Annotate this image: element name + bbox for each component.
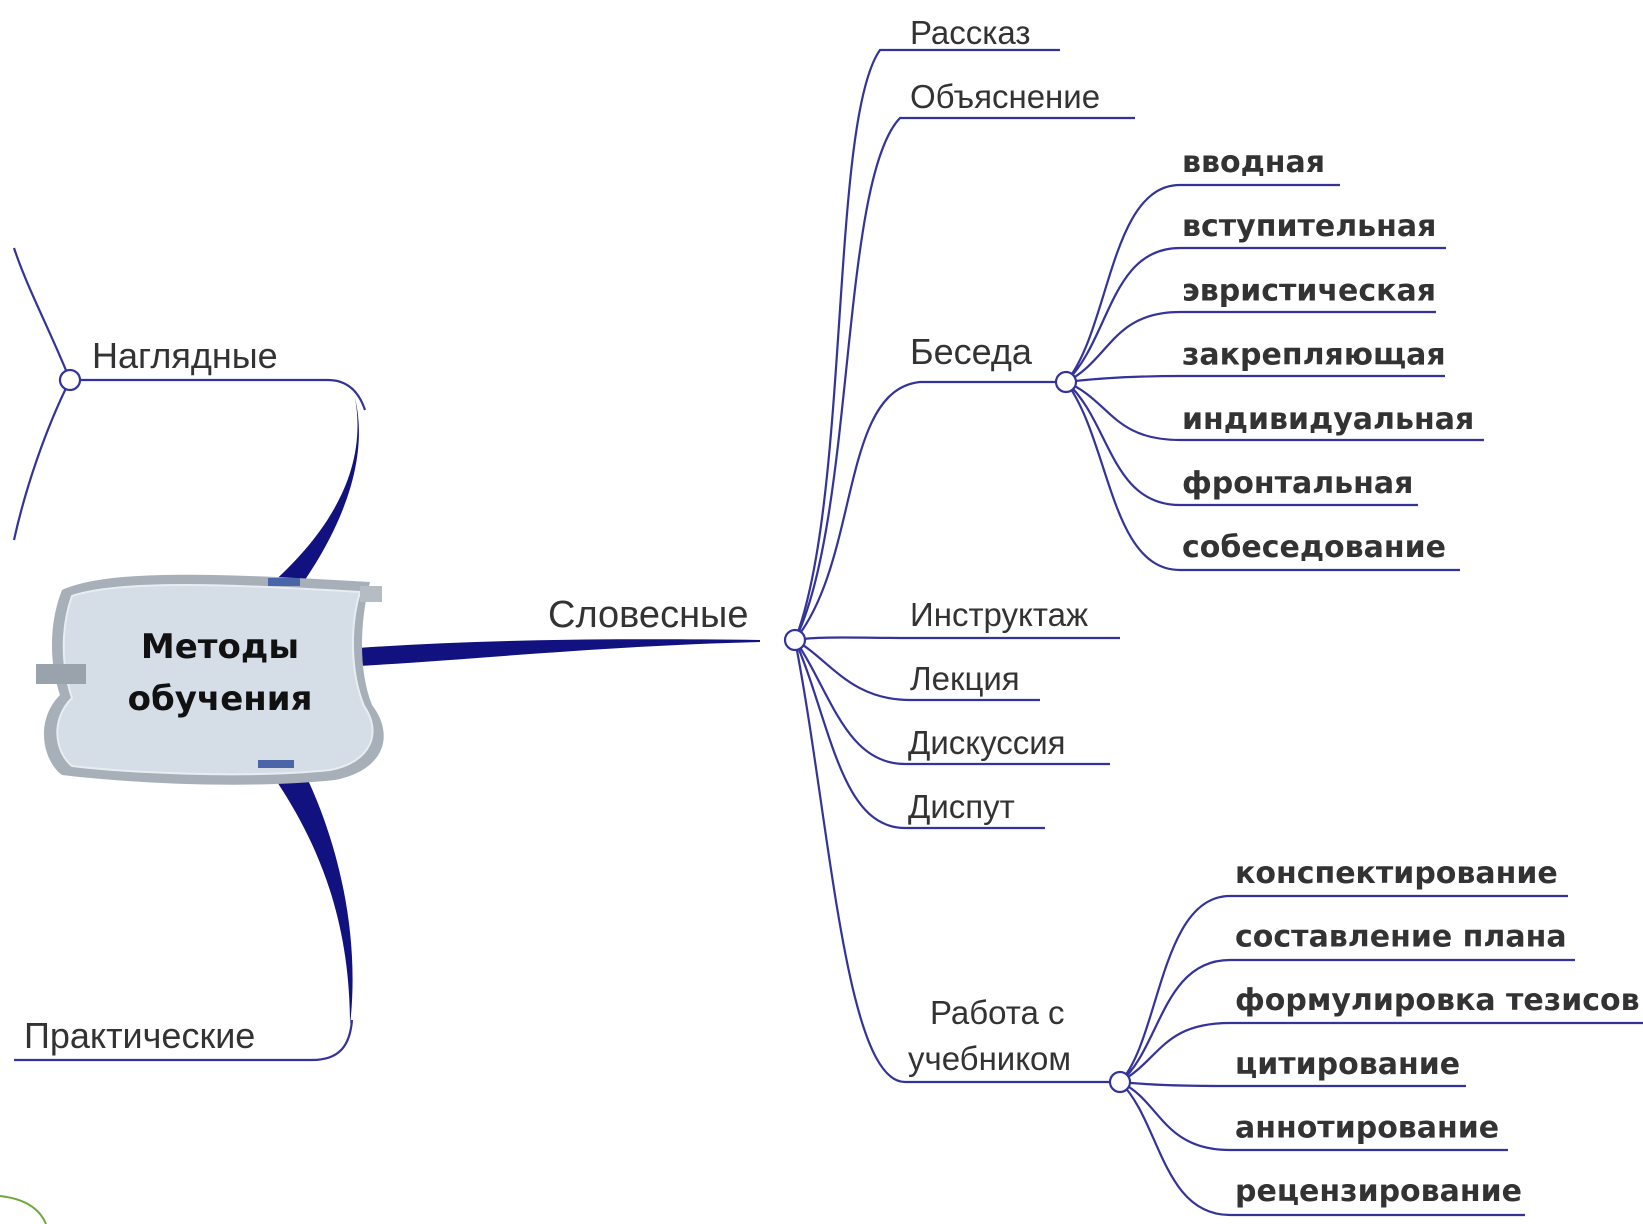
conversation-hub-circle[interactable] [1054, 370, 1078, 394]
textbook-hub-circle[interactable] [1108, 1070, 1132, 1094]
visual-branch-upper [12, 247, 72, 381]
textbook-label-line2[interactable]: учебником [908, 1040, 1071, 1077]
dispute-label[interactable]: Диспут [908, 788, 1015, 825]
sub-item-label[interactable]: конспектирование [1235, 856, 1558, 891]
conversation-label[interactable]: Беседа [910, 331, 1033, 372]
decorative-arc [0, 1195, 47, 1224]
practical-underline [14, 1019, 354, 1062]
verbal-label[interactable]: Словесные [548, 594, 749, 636]
story-label[interactable]: Рассказ [910, 14, 1031, 51]
visual-main-branch [270, 398, 359, 590]
central-node[interactable]: Методы обучения [36, 574, 384, 785]
visual-underline [70, 378, 367, 411]
sub-item-label[interactable]: составление плана [1235, 920, 1567, 955]
connector-bottom-icon [258, 760, 294, 768]
sub-item-label[interactable]: цитирование [1235, 1047, 1460, 1082]
discussion-label[interactable]: Дискуссия [908, 724, 1066, 761]
sub-item-label[interactable]: вступительная [1182, 209, 1436, 244]
textbook-label-line1[interactable]: Работа с [930, 994, 1065, 1031]
sub-item-label[interactable]: эвристическая [1182, 273, 1436, 308]
sub-item-label[interactable]: фронтальная [1182, 466, 1413, 501]
practical-label[interactable]: Практические [24, 1015, 255, 1056]
verbal-main-branch [358, 639, 760, 666]
visual-label[interactable]: Наглядные [92, 335, 278, 376]
visual-node-circle[interactable] [58, 368, 82, 392]
central-title-line1: Методы [141, 627, 299, 667]
verbal-branches [793, 48, 1135, 1084]
connector-top-icon [268, 578, 300, 586]
sub-item-label[interactable]: рецензирование [1235, 1174, 1522, 1209]
explanation-label[interactable]: Объяснение [910, 78, 1100, 115]
sub-item-label[interactable]: собеседование [1182, 530, 1446, 565]
sub-item-label[interactable]: аннотирование [1235, 1110, 1499, 1145]
instruction-label[interactable]: Инструктаж [910, 596, 1088, 633]
scroll-tab-icon [360, 586, 382, 602]
central-title-line2: обучения [128, 679, 313, 719]
practical-main-branch [262, 760, 353, 1025]
sub-item-label[interactable]: закрепляющая [1182, 338, 1446, 373]
sub-item-label[interactable]: вводная [1182, 145, 1325, 180]
sub-item-label[interactable]: индивидуальная [1182, 402, 1474, 437]
conversation-types-list: вводная вступительная эвристическая закрепл… [1182, 145, 1474, 565]
sub-item-label[interactable]: формулировка тезисов [1235, 983, 1640, 1018]
lecture-label[interactable]: Лекция [910, 660, 1020, 697]
scroll-handle-icon [36, 664, 86, 684]
conversation-branches [1065, 183, 1484, 572]
textbook-types-list: конспектирование составление плана формули… [1235, 856, 1640, 1209]
verbal-hub-circle[interactable] [783, 628, 807, 652]
visual-branch-lower [12, 379, 71, 541]
